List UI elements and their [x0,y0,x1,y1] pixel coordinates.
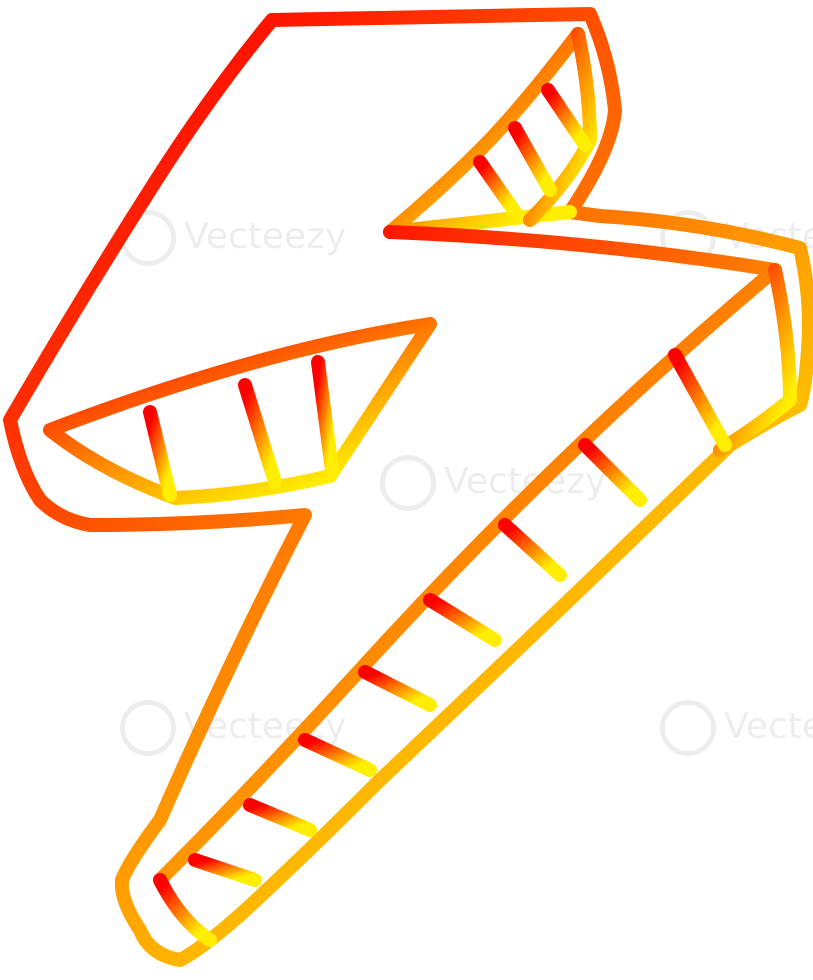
hatch-stripe [578,438,647,507]
bolt-middle-fold [43,317,437,505]
hatch-stripe [311,355,339,477]
hatch-stripe [188,853,262,887]
hatch-stripe [238,378,282,489]
bolt-lower-fold-inner [713,263,797,457]
hatch-stripe [143,405,177,502]
bolt-upper-fold [383,27,585,239]
hatch-stripe [541,83,592,152]
hatch-stripe [508,121,557,197]
bolt-outline [3,7,813,967]
hatch-stripe [243,798,317,837]
hatch-stripe [498,518,567,582]
hatch-stripe [473,155,522,219]
hatch-stripe [668,348,732,452]
bolt-tip-inner [153,873,217,947]
hatch-stripe [358,665,437,712]
bolt-lower-fold [153,225,782,887]
hatch-stripe [298,733,377,777]
hatch-stripe [423,593,502,647]
